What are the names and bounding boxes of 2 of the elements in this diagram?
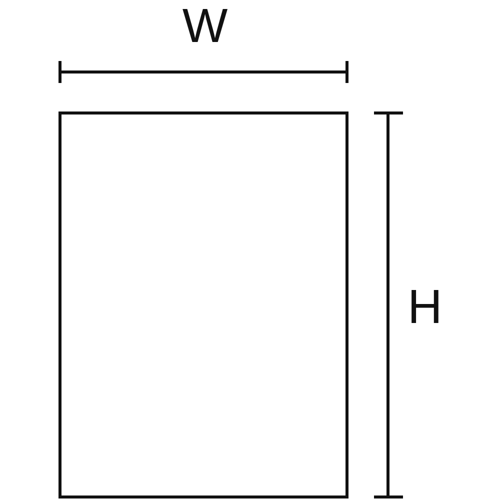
- dimension-label: H: [408, 284, 442, 332]
- dimension-label: W: [182, 3, 228, 51]
